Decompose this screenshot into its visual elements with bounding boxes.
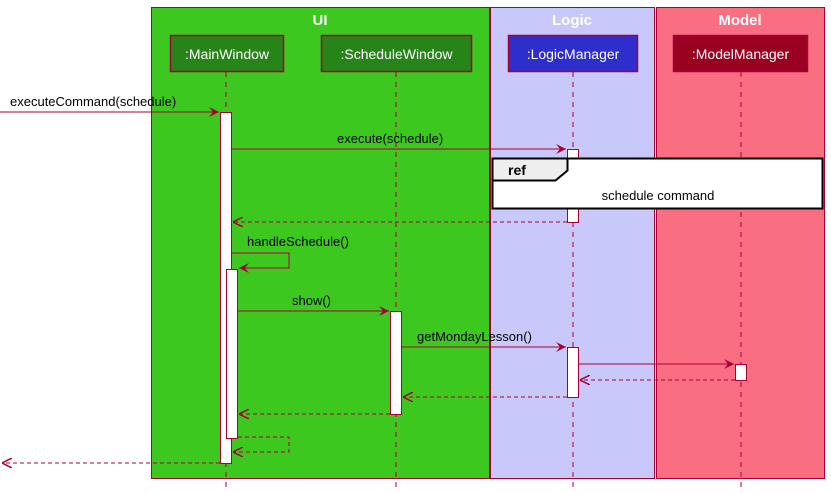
activation-logic-manager-lesson — [567, 347, 579, 398]
message-show-label: show() — [292, 293, 331, 308]
participant-schedule-window-label: :ScheduleWindow — [340, 46, 453, 62]
message-execute-label: execute(schedule) — [337, 131, 443, 146]
group-logic-title: Logic — [552, 12, 592, 29]
activation-schedule-window — [390, 311, 402, 415]
participant-schedule-window: :ScheduleWindow — [320, 34, 473, 73]
activation-main-window-inner — [226, 269, 238, 439]
participant-main-window-label: :MainWindow — [185, 46, 270, 62]
participant-model-manager: :ModelManager — [672, 34, 809, 73]
group-model-title: Model — [718, 12, 761, 29]
participant-logic-manager-label: :LogicManager — [527, 46, 620, 62]
participant-main-window: :MainWindow — [169, 34, 285, 73]
ref-keyword: ref — [508, 162, 526, 178]
activation-model-manager — [735, 364, 747, 381]
participant-model-manager-label: :ModelManager — [692, 46, 790, 62]
message-execute-command-label: executeCommand(schedule) — [10, 94, 176, 109]
group-ui-box — [151, 7, 490, 479]
message-self-return-arrow — [233, 436, 290, 452]
message-get-monday-lesson-label: getMondayLesson() — [417, 329, 532, 344]
message-handle-schedule-label: handleSchedule() — [247, 234, 349, 249]
message-handle-schedule-arrow — [232, 252, 290, 273]
ref-frame: ref schedule command — [491, 157, 824, 210]
ref-text: schedule command — [602, 188, 715, 203]
group-ui-title: UI — [313, 12, 328, 29]
participant-logic-manager: :LogicManager — [507, 34, 639, 73]
